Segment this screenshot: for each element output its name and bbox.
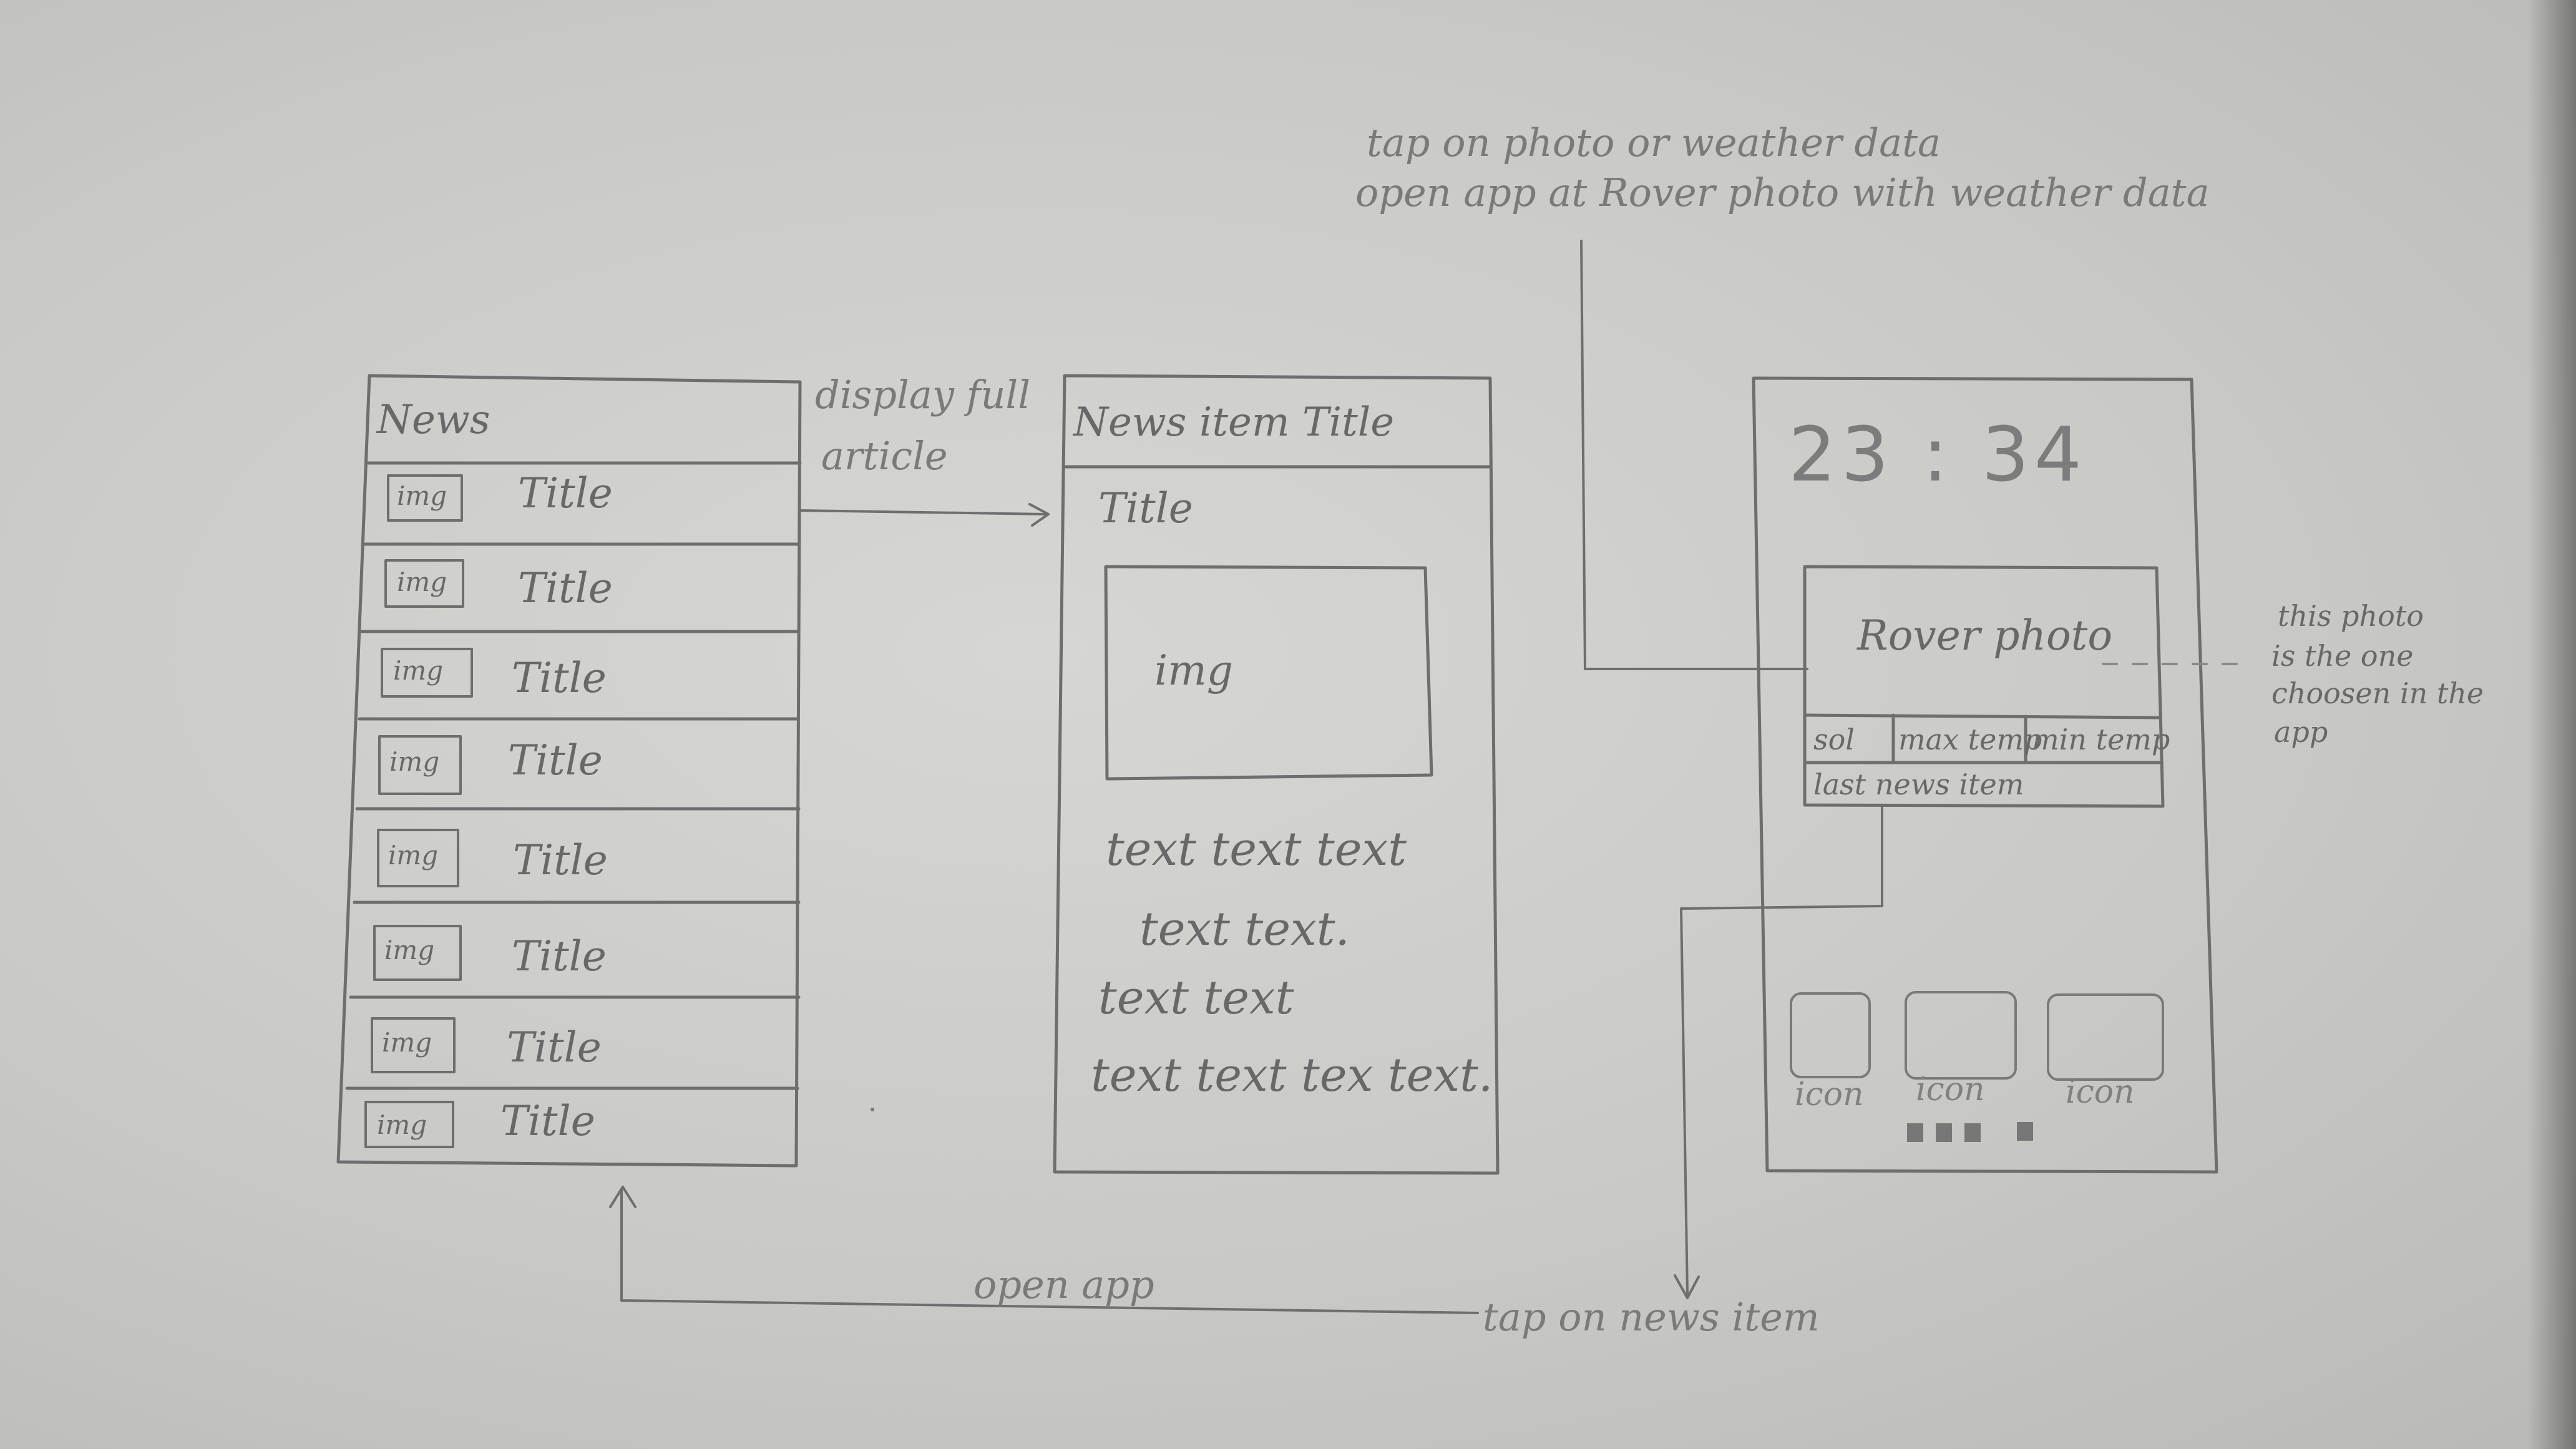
note-photo-line-2: is the one <box>2271 639 2414 673</box>
note-tap-news-item: tap on news item <box>1483 1294 1820 1340</box>
line-tap-photo <box>1580 240 1808 670</box>
article-title: Title <box>1098 484 1193 532</box>
page-edge-shadow <box>2527 0 2576 1449</box>
news-row-image-boxes <box>364 474 473 1148</box>
widget-weather-sol[interactable]: sol <box>1813 723 1855 756</box>
pencil-dot <box>871 1108 874 1111</box>
news-row-6-title: Title <box>512 932 607 980</box>
app-icon-2[interactable] <box>1905 991 2017 1080</box>
article-header: News item Title <box>1073 399 1395 446</box>
note-tap-photo-line-2: open app at Rover photo with weather dat… <box>1355 170 2210 215</box>
note-article: article <box>821 433 948 479</box>
widget-rover-photo[interactable]: Rover photo <box>1857 612 2113 660</box>
article-text-line-1: text text text <box>1106 822 1407 876</box>
note-photo-line-1: this photo <box>2278 599 2424 633</box>
article-text-line-2: text text. <box>1139 902 1350 956</box>
news-row-7-title: Title <box>507 1023 602 1071</box>
news-row-1-img: img <box>397 481 447 511</box>
news-row-1-title: Title <box>518 469 613 517</box>
news-row-3-img: img <box>393 655 444 686</box>
news-row-8-img: img <box>377 1110 427 1140</box>
news-row-6-img: img <box>384 935 435 965</box>
widget-weather-min-temp[interactable]: min temp <box>2032 723 2170 756</box>
page-dot-4 <box>2017 1122 2033 1141</box>
note-tap-photo-line-1: tap on photo or weather data <box>1367 120 1941 165</box>
note-photo-line-4: app <box>2274 715 2328 749</box>
news-row-5-img: img <box>388 840 439 871</box>
news-row-8-title: Title <box>500 1097 595 1145</box>
app-icon-1-label: icon <box>1795 1076 1864 1113</box>
article-text-line-3: text text <box>1098 971 1294 1025</box>
news-row-3-title: Title <box>512 654 607 702</box>
article-frame <box>1053 374 1500 1175</box>
app-icon-1[interactable] <box>1790 992 1871 1078</box>
news-row-4-img: img <box>389 746 440 777</box>
app-icon-3-label: icon <box>2066 1073 2135 1111</box>
line-tap-news <box>1674 805 1883 1299</box>
news-list-header: News <box>377 397 490 443</box>
arrow-open-app <box>609 1186 1479 1314</box>
news-list-frame <box>336 374 802 1168</box>
news-row-2-img: img <box>397 567 447 597</box>
widget-weather-max-temp[interactable]: max temp <box>1898 723 2042 756</box>
page-dot-3 <box>1964 1123 1981 1142</box>
arrow-display-article <box>799 503 1050 527</box>
news-row-7-img: img <box>382 1027 432 1058</box>
page-dot-2 <box>1936 1123 1952 1142</box>
app-icon-3[interactable] <box>2047 993 2164 1081</box>
widget-clock: 23 : 34 <box>1788 412 2087 499</box>
article-image-label: img <box>1154 646 1233 695</box>
note-open-app: open app <box>973 1262 1154 1307</box>
news-row-5-title: Title <box>513 836 608 884</box>
app-icon-2-label: icon <box>1916 1071 1985 1108</box>
note-photo-line-3: choosen in the <box>2271 676 2484 710</box>
news-row-4-title: Title <box>508 736 603 784</box>
article-text-line-4: text text tex text. <box>1091 1048 1493 1102</box>
note-display-full: display full <box>815 372 1031 417</box>
page-dot-1 <box>1907 1123 1923 1142</box>
news-row-2-title: Title <box>518 564 613 612</box>
widget-last-news-item[interactable]: last news item <box>1813 768 2024 801</box>
